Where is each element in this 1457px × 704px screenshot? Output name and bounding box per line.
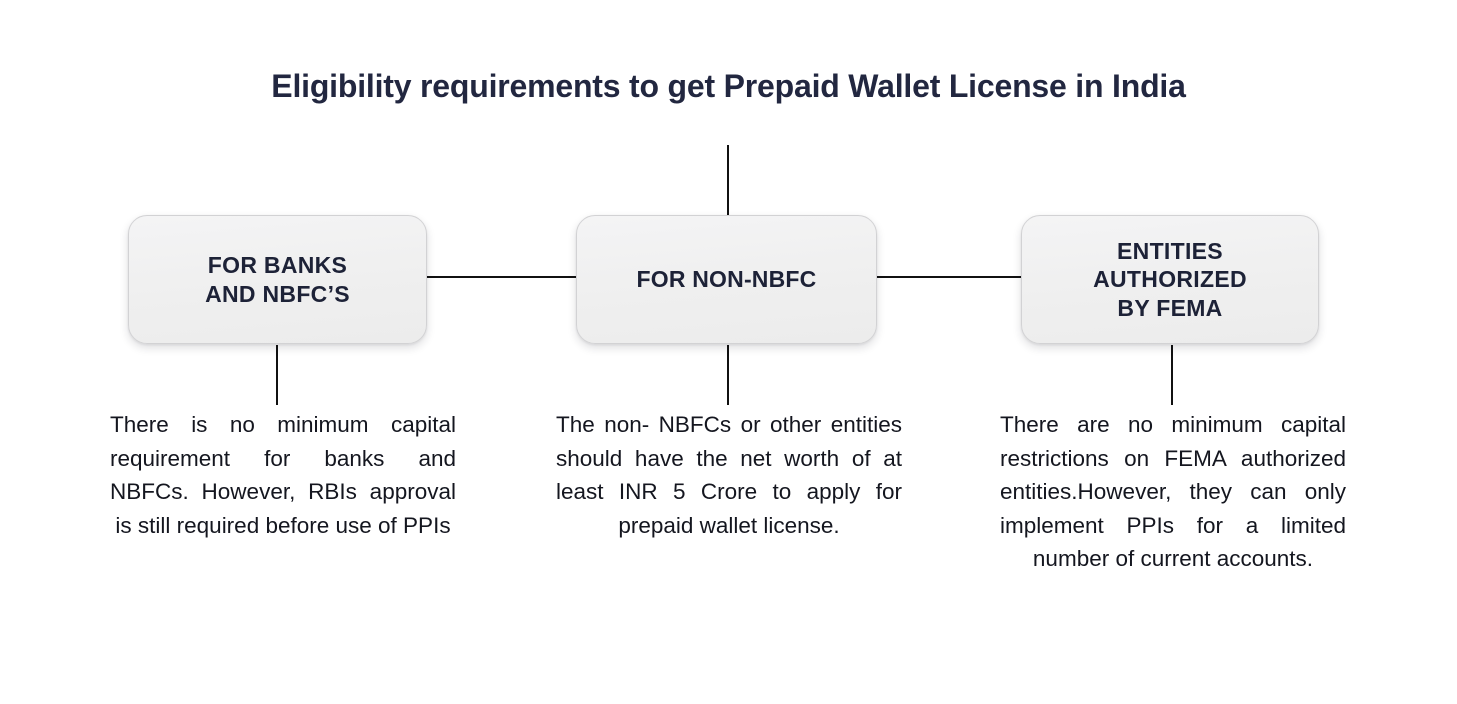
node-label-banks-and-nbfcs: FOR BANKS AND NBFC’S [205, 252, 350, 307]
connector-banks-to-caption [276, 345, 278, 405]
node-box-non-nbfc[interactable]: FOR NON-NBFC [576, 215, 877, 344]
connector-center-to-right [877, 276, 1021, 278]
caption-banks-and-nbfcs: There is no minimum capital requirement … [110, 412, 456, 538]
connector-nonnbfc-to-caption [727, 345, 729, 405]
caption-entities-authorized-by-fema: There are no minimum capital restriction… [1000, 412, 1346, 571]
caption-non-nbfc: The non- NBFCs or other entities should … [556, 412, 902, 538]
connector-left-to-center [427, 276, 576, 278]
node-label-entities-authorized-by-fema: ENTITIES AUTHORIZED BY FEMA [1093, 238, 1247, 321]
node-box-entities-authorized-by-fema[interactable]: ENTITIES AUTHORIZED BY FEMA [1021, 215, 1319, 344]
page-title: Eligibility requirements to get Prepaid … [271, 68, 1186, 104]
node-label-non-nbfc: FOR NON-NBFC [636, 266, 817, 293]
node-box-banks-and-nbfcs[interactable]: FOR BANKS AND NBFC’S [128, 215, 427, 344]
connector-title-to-center [727, 145, 729, 215]
connector-fema-to-caption [1171, 345, 1173, 405]
